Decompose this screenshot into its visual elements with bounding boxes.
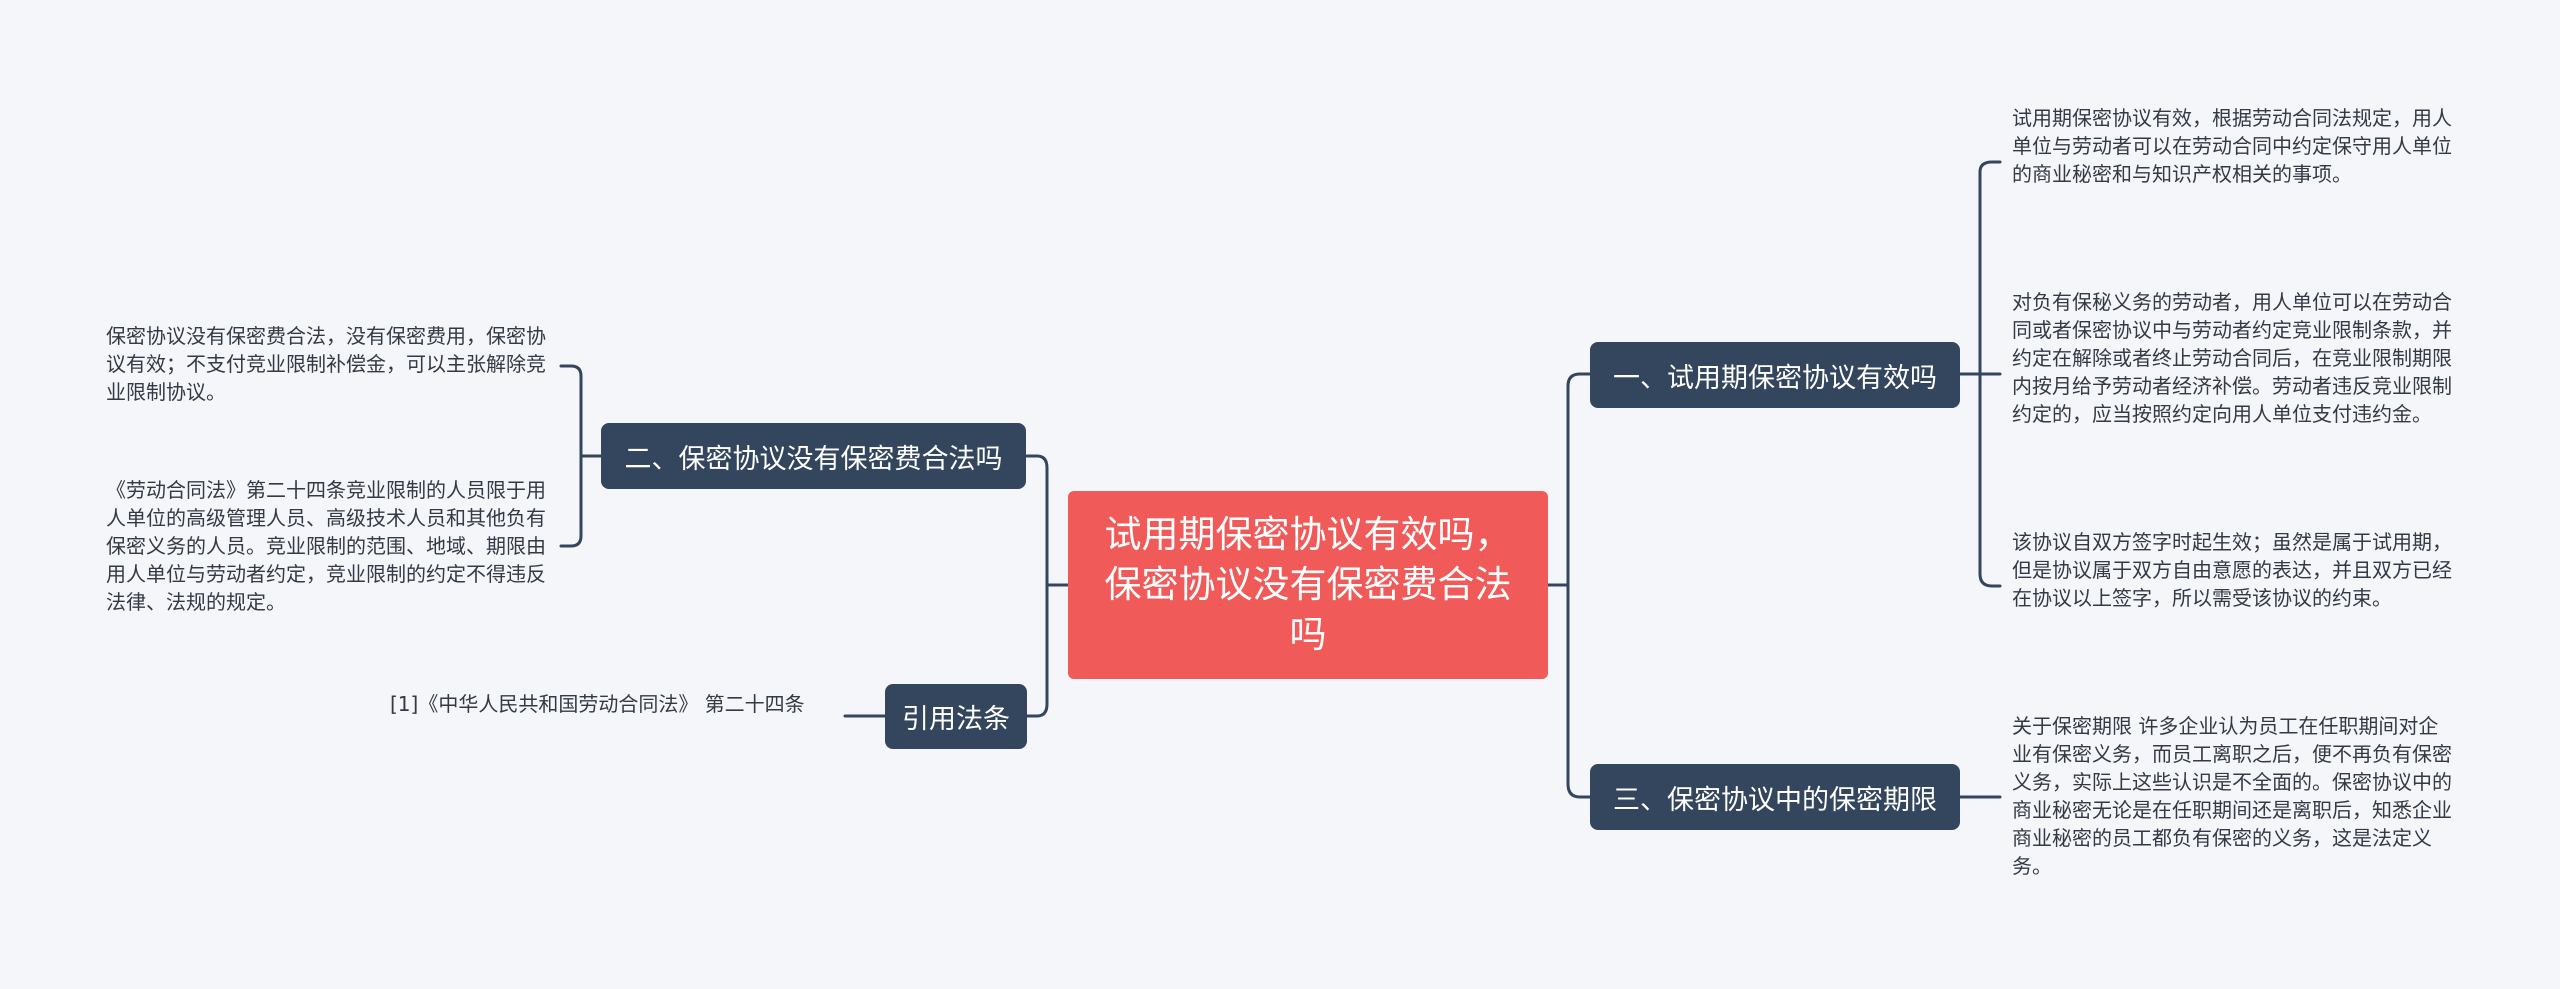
- branch-left-2-label: 引用法条: [902, 704, 1010, 735]
- root-topic-label: 试用期保密协议有效吗，保密协议没有保密费合法吗: [1104, 513, 1512, 656]
- leaf-right2-1[interactable]: 关于保密期限 许多企业认为员工在任职期间对企业有保密义务，而员工离职之后，便不再…: [2012, 714, 2452, 878]
- branch-right-2-label: 三、保密协议中的保密期限: [1613, 784, 1937, 816]
- branch-right-1[interactable]: 一、试用期保密协议有效吗: [1590, 342, 1960, 408]
- connector-left1-bracket: [559, 364, 583, 548]
- leaf-right1-2[interactable]: 对负有保秘义务的劳动者，用人单位可以在劳动合同或者保密协议中与劳动者约定竞业限制…: [2012, 290, 2452, 426]
- branch-left-1-label: 二、保密协议没有保密费合法吗: [624, 443, 1003, 475]
- connector-left-trunk: [1025, 454, 1049, 718]
- branch-left-1[interactable]: 二、保密协议没有保密费合法吗: [601, 423, 1026, 489]
- branch-right-1-label: 一、试用期保密协议有效吗: [1613, 362, 1937, 394]
- branch-right-2[interactable]: 三、保密协议中的保密期限: [1590, 764, 1960, 830]
- leaf-right1-1[interactable]: 试用期保密协议有效，根据劳动合同法规定，用人单位与劳动者可以在劳动合同中约定保守…: [2012, 106, 2452, 186]
- leaf-left1-2[interactable]: 《劳动合同法》第二十四条竞业限制的人员限于用人单位的高级管理人员、高级技术人员和…: [106, 478, 546, 614]
- leaf-right1-3[interactable]: 该协议自双方签字时起生效；虽然是属于试用期，但是协议属于双方自由意愿的表达，并且…: [2012, 530, 2452, 610]
- branch-left-2[interactable]: 引用法条: [885, 684, 1027, 749]
- connector-right-trunk: [1566, 372, 1592, 799]
- connector-right1-bracket: [1978, 160, 2002, 588]
- root-topic[interactable]: 试用期保密协议有效吗，保密协议没有保密费合法吗: [1068, 491, 1548, 679]
- leaf-left1-1[interactable]: 保密协议没有保密费合法，没有保密费用，保密协议有效；不支付竞业限制补偿金，可以主…: [106, 324, 546, 404]
- leaf-left2-1[interactable]: [1]《中华人民共和国劳动合同法》 第二十四条: [390, 692, 805, 716]
